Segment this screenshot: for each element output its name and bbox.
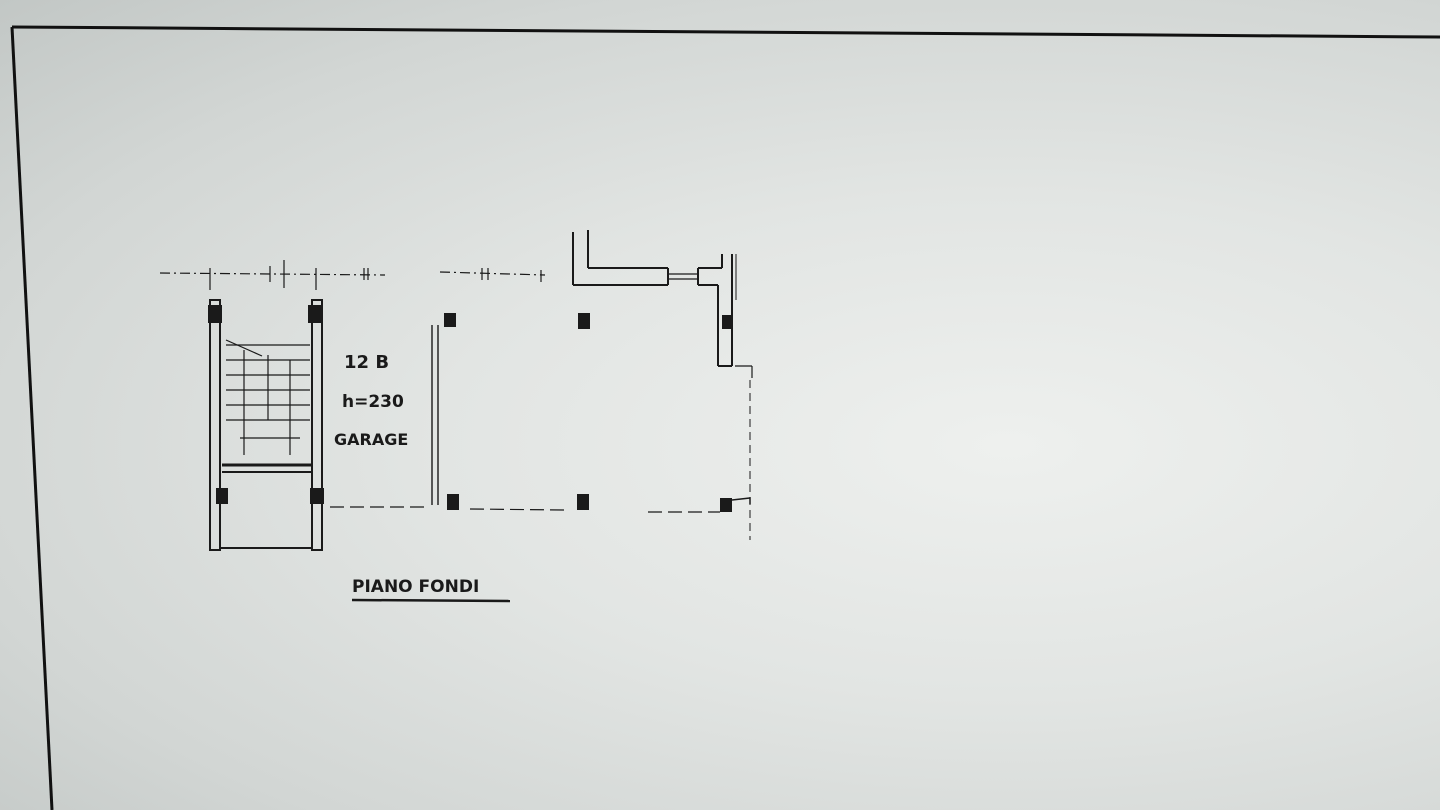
floor-caption: PIANO FONDI	[351, 577, 511, 603]
room-name-label: GARAGE	[334, 430, 408, 449]
stair-right-wall	[311, 299, 323, 551]
column	[720, 498, 732, 512]
column	[447, 494, 459, 510]
room-labels: 12 B h=230 GARAGE	[334, 352, 408, 449]
unit-number-label: 12 B	[344, 352, 389, 373]
floor-caption-text: PIANO FONDI	[352, 577, 479, 597]
stair-left-wall	[209, 299, 221, 551]
structural-columns	[444, 313, 732, 512]
ceiling-height-label: h=230	[342, 392, 404, 412]
column-corner-mark	[731, 497, 751, 504]
column	[577, 494, 589, 510]
stair-treads	[225, 339, 310, 455]
column	[578, 313, 590, 329]
garage-outline	[330, 325, 753, 540]
sheet-border	[10, 25, 1440, 810]
stair-block	[208, 299, 324, 551]
column	[722, 315, 732, 329]
dimension-line-top	[159, 260, 546, 290]
column	[444, 313, 456, 327]
caption-underline	[351, 598, 511, 603]
upper-wall-with-window	[572, 230, 737, 367]
stair-columns	[208, 305, 324, 504]
